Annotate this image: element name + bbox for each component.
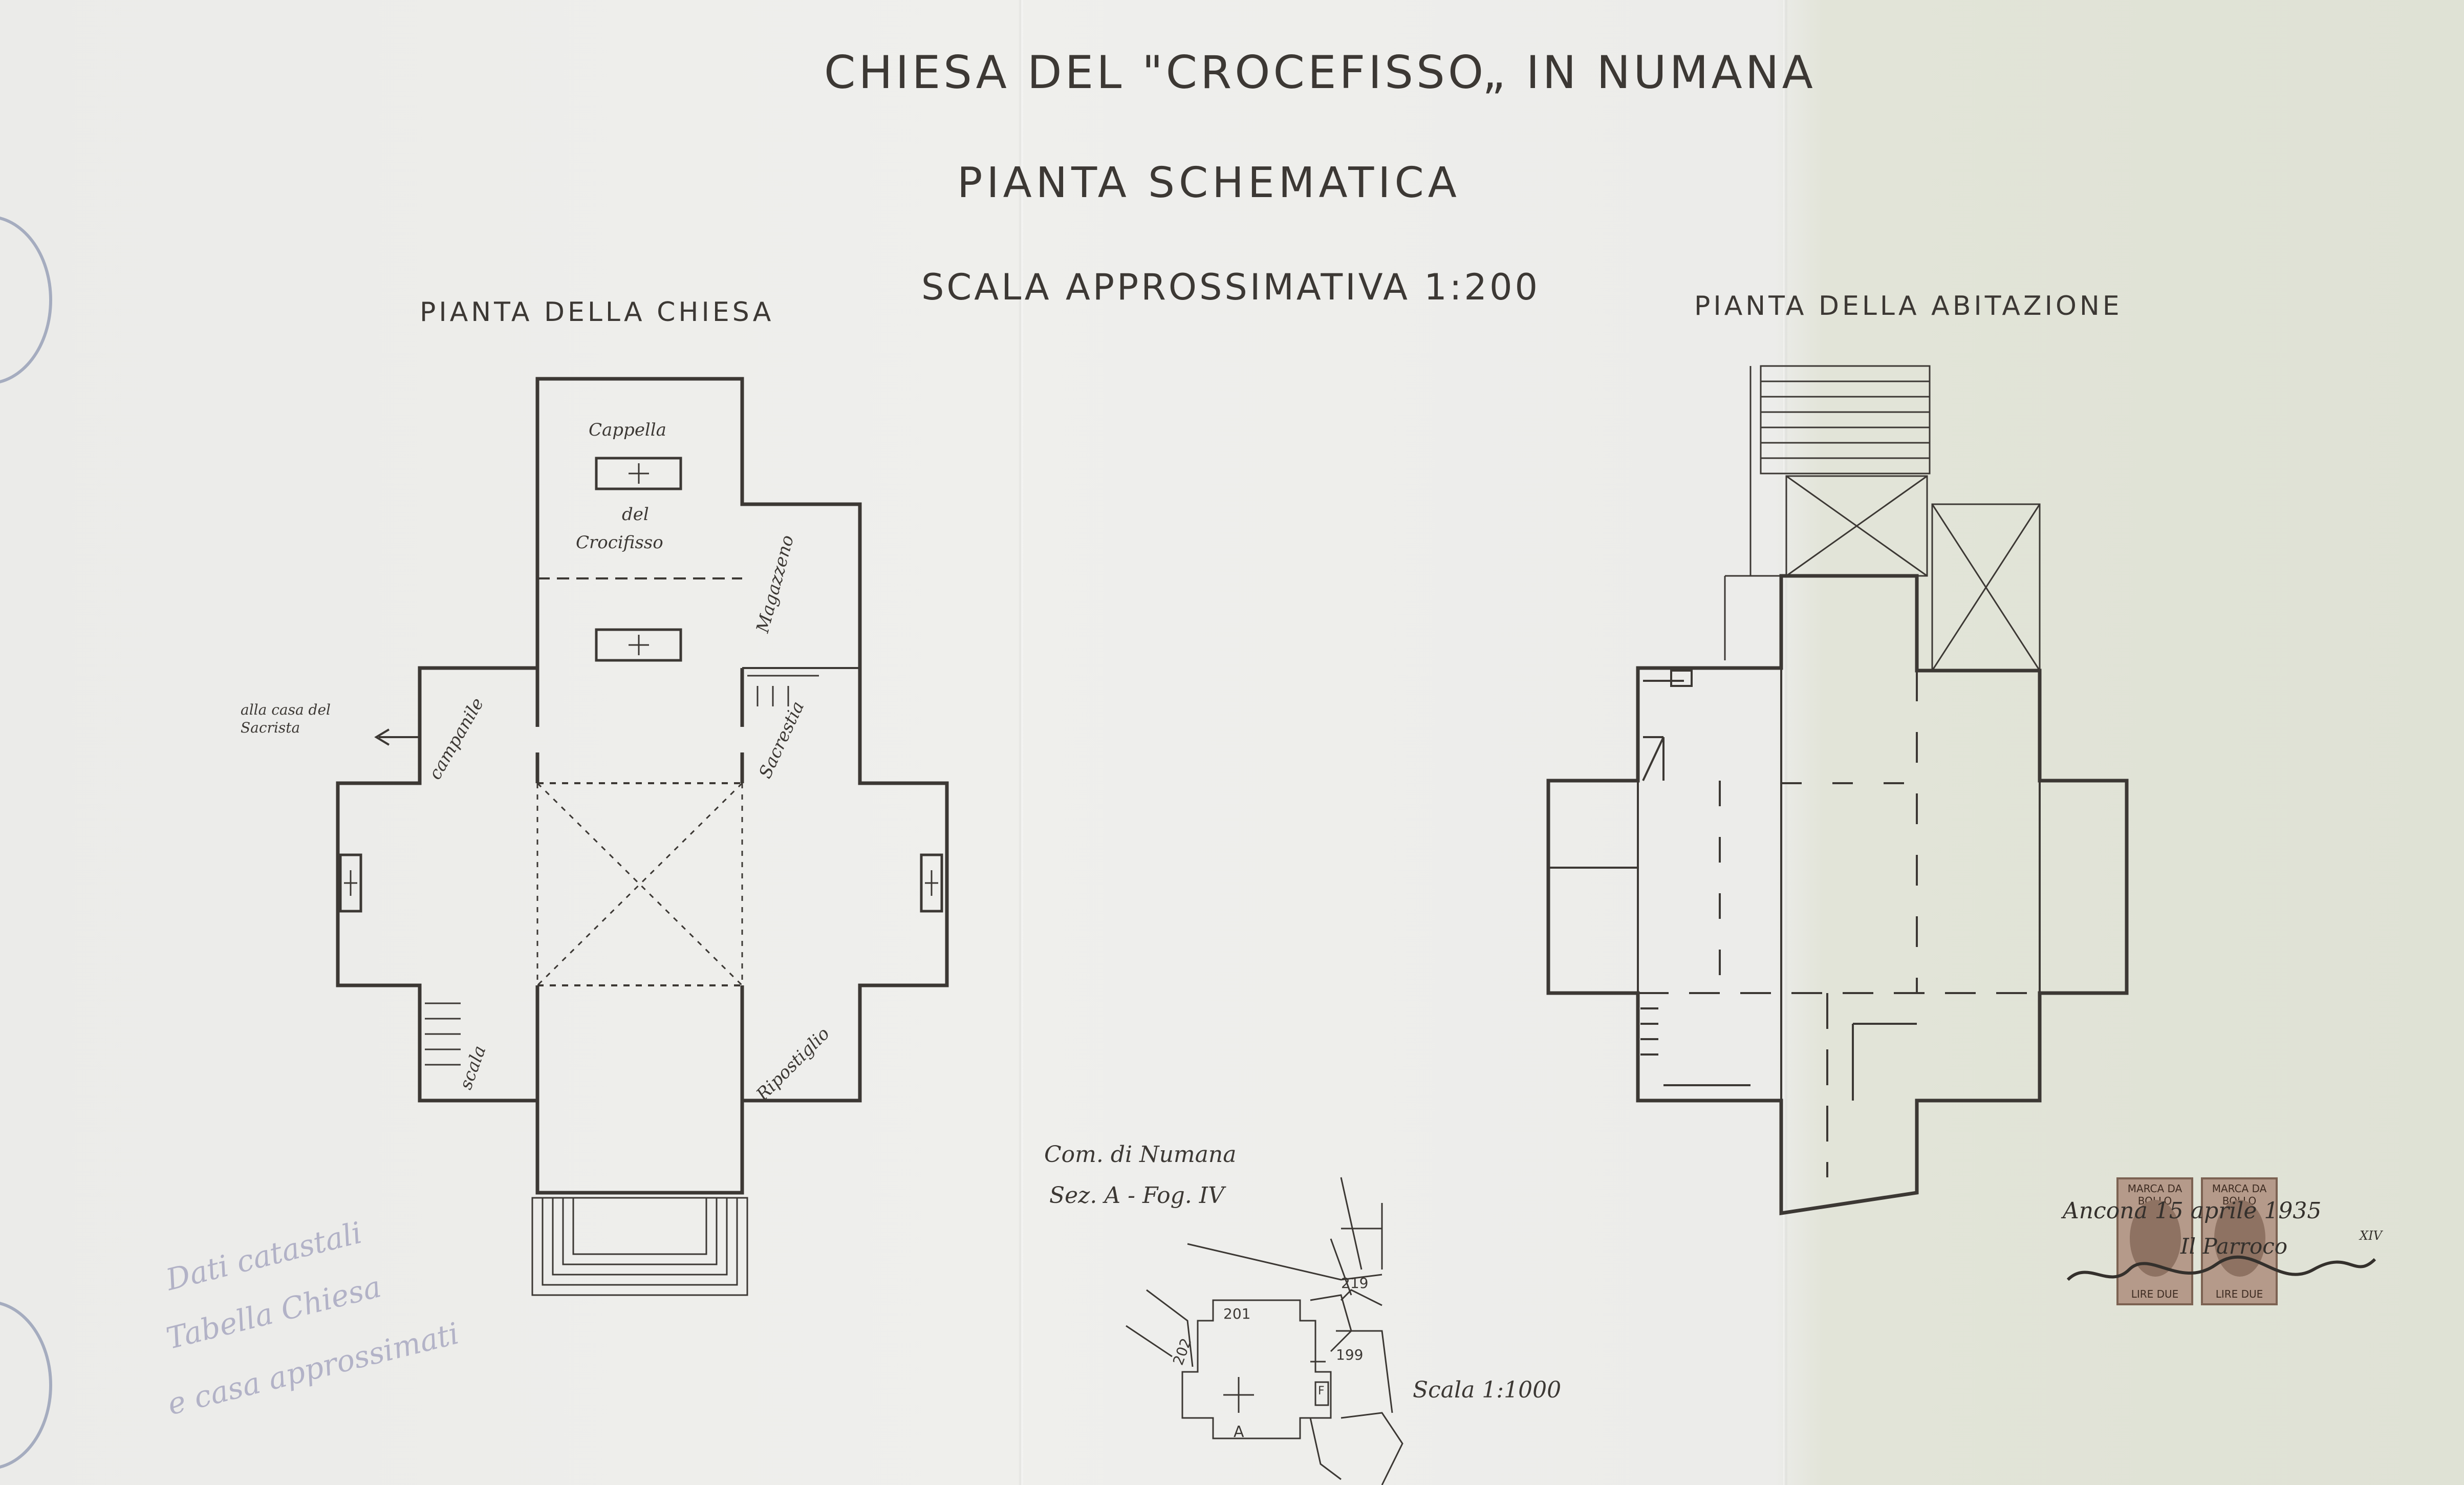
document-title: CHIESA DEL "CROCEFISSO„ IN NUMANA: [824, 46, 1816, 99]
revenue-stamp-2-bottom: LIRE DUE: [2215, 1288, 2263, 1300]
label-cappella-2: del: [622, 504, 649, 525]
label-cappella-1: Cappella: [589, 420, 666, 440]
parcel-219: 219: [1341, 1275, 1369, 1292]
signature-name: Il Parroco: [2180, 1234, 2288, 1259]
church-outline: [336, 377, 949, 1195]
document-subtitle: PIANTA SCHEMATICA: [957, 159, 1461, 207]
cadastre-line1: Com. di Numana: [1044, 1142, 1237, 1168]
cadastre-line2: Sez. A - Fog. IV: [1049, 1182, 1224, 1209]
label-cappella-3: Crocifisso: [576, 532, 663, 553]
parcel-F: F: [1318, 1385, 1325, 1397]
revenue-stamp-1-bottom: LIRE DUE: [2131, 1288, 2179, 1300]
parcel-201: 201: [1223, 1305, 1251, 1322]
fold-line-right: [1783, 0, 1788, 1485]
label-arrow-line1: alla casa del: [241, 701, 331, 718]
house-plan-title: PIANTA DELLA ABITAZIONE: [1694, 291, 2123, 321]
house-outline: [1546, 574, 2129, 1216]
revenue-stamp-1: MARCA DA BOLLO LIRE DUE: [2116, 1177, 2193, 1305]
parcel-199: 199: [1336, 1346, 1364, 1363]
cadastral-sketch: [1126, 1177, 1403, 1485]
signature-date: Ancona 15 aprile 1935: [2063, 1198, 2322, 1224]
scale-note: SCALA APPROSSIMATIVA 1:200: [921, 266, 1541, 308]
label-arrow-line2: Sacrista: [241, 719, 300, 736]
parcel-A: A: [1234, 1423, 1244, 1441]
revenue-stamp-2: MARCA DA BOLLO LIRE DUE: [2201, 1177, 2278, 1305]
church-plan-title: PIANTA DELLA CHIESA: [420, 297, 774, 328]
cadastre-scale: Scala 1:1000: [1413, 1377, 1562, 1403]
revenue-stamp-2-portrait: [2214, 1200, 2265, 1277]
signature-year: XIV: [2360, 1229, 2382, 1243]
fold-line-left: [1019, 0, 1024, 1485]
